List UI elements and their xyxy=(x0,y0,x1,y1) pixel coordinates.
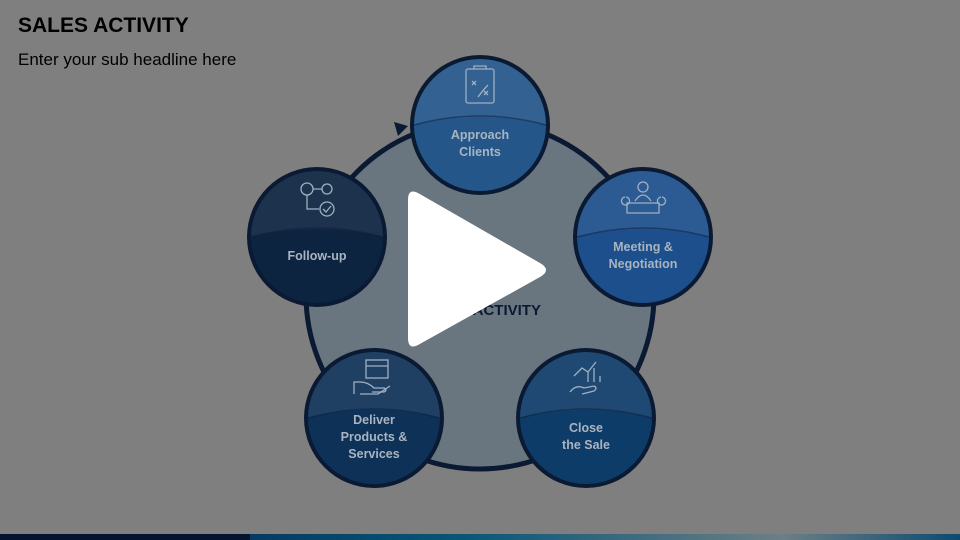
step-label: the Sale xyxy=(562,438,610,452)
page-subtitle: Enter your sub headline here xyxy=(18,50,237,69)
step-close-the-sale: Close the Sale xyxy=(516,348,656,488)
hand-growth-chart-icon xyxy=(569,361,601,395)
step-label: Approach xyxy=(451,128,509,142)
step-label: Products & xyxy=(341,430,408,444)
arrow-head-icon xyxy=(394,122,408,136)
gears-check-icon xyxy=(300,182,335,217)
step-meeting-negotiation: Meeting & Negotiation xyxy=(573,167,713,307)
step-circle xyxy=(520,352,652,484)
step-circle xyxy=(577,171,709,303)
meeting-icon xyxy=(620,181,667,214)
step-label: Services xyxy=(348,447,399,461)
step-label: Meeting & xyxy=(613,240,673,254)
footer-bar-dark xyxy=(0,534,250,540)
step-follow-up: Follow-up xyxy=(247,167,387,307)
page-title: SALES ACTIVITY xyxy=(18,14,189,37)
clipboard-strategy-icon xyxy=(465,65,495,104)
hand-box-icon xyxy=(353,359,391,395)
play-icon[interactable] xyxy=(408,191,546,347)
step-label: Deliver xyxy=(353,413,395,427)
step-circle xyxy=(251,171,383,303)
step-label: Clients xyxy=(459,145,501,159)
footer-bar-gradient xyxy=(250,534,960,540)
step-label: Close xyxy=(569,421,603,435)
step-circle xyxy=(414,59,546,191)
step-label: Negotiation xyxy=(609,257,678,271)
step-label: Follow-up xyxy=(287,249,346,263)
step-circle xyxy=(308,352,440,484)
